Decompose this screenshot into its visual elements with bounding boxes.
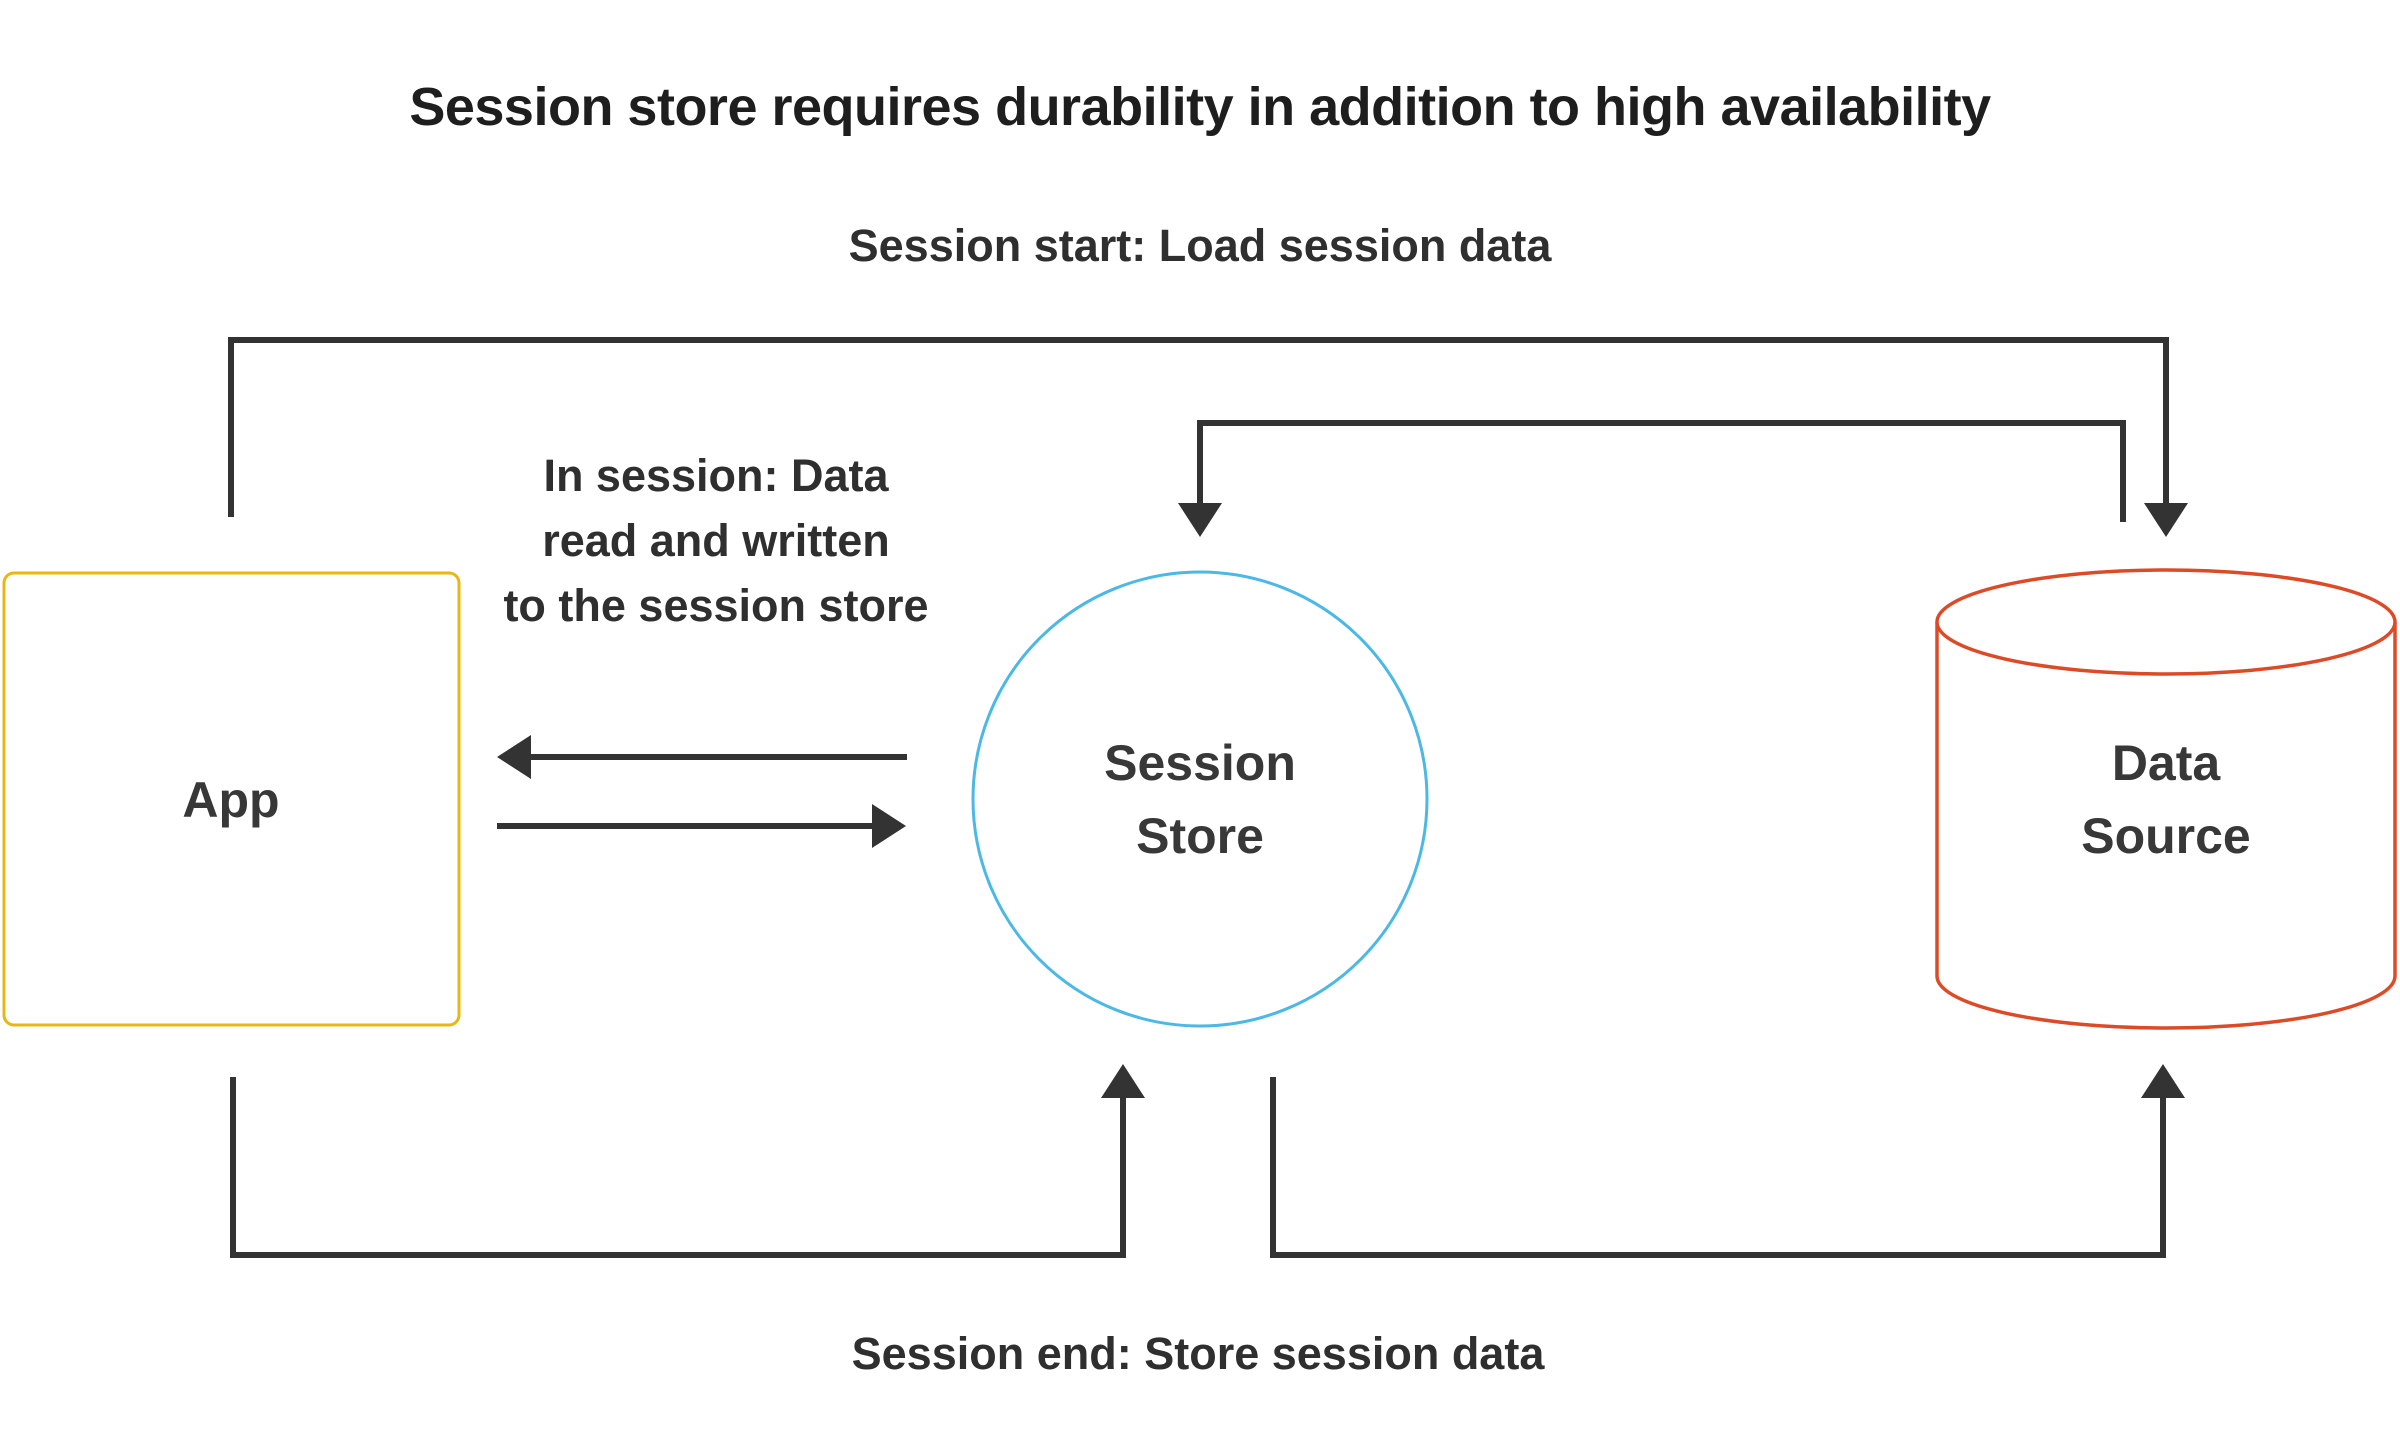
connector-app-to-session-store-bottom [230, 1064, 1145, 1258]
data-source-cylinder-top [1935, 568, 2397, 676]
session-store-circle [971, 570, 1429, 1028]
connector-session-store-to-data-source-bottom-line [1270, 1077, 2166, 1258]
in-session-label-line3: to the session store [503, 580, 928, 631]
in-session-label-line2: read and written [542, 515, 890, 566]
in-session-label: In session: Data read and written to the… [503, 450, 928, 631]
session-store-node: Session Store [971, 570, 1429, 1028]
arrowhead-into-session-store-top [1178, 503, 1222, 537]
session-start-label: Session start: Load session data [849, 220, 1553, 271]
in-session-label-line1: In session: Data [543, 450, 889, 501]
session-store-label-line2: Store [1136, 808, 1264, 864]
arrowhead-into-data-source-top [2144, 503, 2188, 537]
data-source-cylinder-body [1935, 622, 2397, 1030]
connector-app-to-session-store [497, 804, 906, 848]
session-store-label-line1: Session [1104, 735, 1296, 791]
data-source-label-line1: Data [2112, 735, 2222, 791]
connector-app-to-data-source-top-line [228, 337, 2169, 517]
connector-app-to-session-store-bottom-line [230, 1077, 1126, 1258]
connector-session-store-to-app [497, 735, 907, 779]
arrowhead-into-session-store-left [872, 804, 906, 848]
arrowhead-into-data-source-bottom [2141, 1064, 2185, 1098]
connector-data-source-to-session-store [1178, 420, 2126, 537]
arrowhead-into-app [497, 735, 531, 779]
connector-session-store-to-data-source-bottom [1270, 1064, 2185, 1258]
connector-data-source-to-session-store-line [1197, 420, 2126, 522]
app-node: App [2, 571, 461, 1027]
app-box [2, 571, 461, 1027]
diagram-title: Session store requires durability in add… [409, 77, 1991, 137]
data-source-label-line2: Source [2081, 808, 2251, 864]
connector-app-to-data-source-top [228, 337, 2188, 537]
arrowhead-into-session-store-bottom [1101, 1064, 1145, 1098]
data-source-node: Data Source [1935, 568, 2397, 1030]
session-end-label: Session end: Store session data [852, 1328, 1546, 1379]
app-node-label: App [182, 772, 279, 828]
